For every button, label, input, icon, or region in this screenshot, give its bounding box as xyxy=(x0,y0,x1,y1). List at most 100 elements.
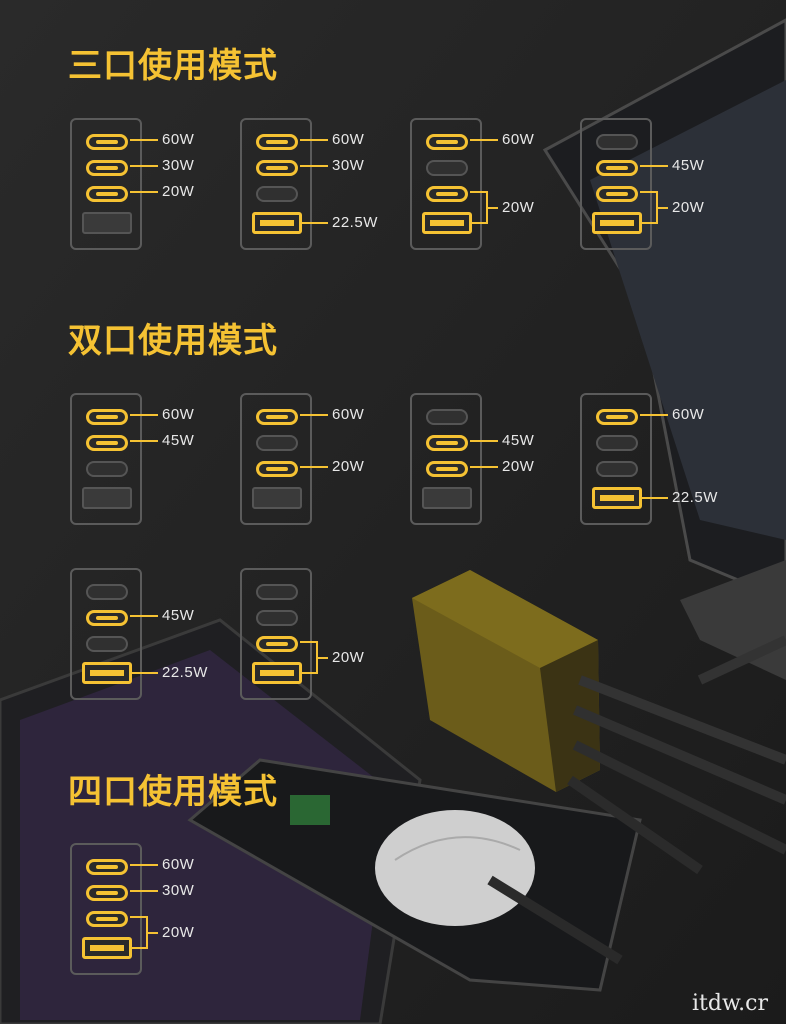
usb-c-port xyxy=(256,610,298,626)
leader-line xyxy=(640,191,652,193)
usb-c-port xyxy=(596,409,638,425)
leader-line xyxy=(300,672,312,674)
usb-c-port xyxy=(256,461,298,477)
usb-c-port xyxy=(86,610,128,626)
usb-c-port xyxy=(256,134,298,150)
charger-diagram xyxy=(580,393,652,525)
usb-c-port xyxy=(86,636,128,652)
power-label: 45W xyxy=(672,157,705,174)
leader-line xyxy=(470,466,498,468)
usb-a-port xyxy=(592,487,642,509)
power-label: 22.5W xyxy=(162,664,208,681)
leader-line xyxy=(300,414,328,416)
usb-c-port xyxy=(596,461,638,477)
power-label: 60W xyxy=(502,131,535,148)
charger-diagram xyxy=(70,118,142,250)
leader-line xyxy=(130,890,158,892)
group-bracket xyxy=(140,916,148,949)
usb-c-port xyxy=(256,409,298,425)
charger-diagram xyxy=(410,393,482,525)
power-label: 20W xyxy=(672,198,705,216)
charger-diagram xyxy=(580,118,652,250)
charger-diagram xyxy=(240,393,312,525)
usb-c-port xyxy=(426,134,468,150)
usb-a-port xyxy=(252,212,302,234)
leader-line xyxy=(300,466,328,468)
usb-c-port xyxy=(86,584,128,600)
leader-line xyxy=(640,497,668,499)
usb-c-port xyxy=(86,435,128,451)
usb-a-port xyxy=(252,487,302,509)
usb-c-port xyxy=(596,134,638,150)
usb-c-port xyxy=(86,885,128,901)
usb-a-port xyxy=(422,487,472,509)
leader-line xyxy=(130,414,158,416)
group-bracket xyxy=(650,191,658,224)
power-label: 60W xyxy=(162,406,195,423)
charger-diagram xyxy=(70,568,142,700)
usb-a-port xyxy=(82,937,132,959)
leader-line xyxy=(148,931,158,934)
usb-c-port xyxy=(86,859,128,875)
power-label: 60W xyxy=(162,131,195,148)
leader-line xyxy=(300,222,328,224)
leader-line xyxy=(640,165,668,167)
power-label: 45W xyxy=(162,432,195,449)
usb-a-port xyxy=(592,212,642,234)
power-label: 30W xyxy=(332,157,365,174)
usb-c-port xyxy=(596,435,638,451)
usb-a-port xyxy=(82,212,132,234)
charger-diagram xyxy=(70,843,142,975)
usb-c-port xyxy=(86,409,128,425)
leader-line xyxy=(130,947,142,949)
usb-a-port xyxy=(252,662,302,684)
power-label: 20W xyxy=(332,648,365,666)
power-label: 60W xyxy=(672,406,705,423)
usb-c-port xyxy=(596,160,638,176)
power-label: 60W xyxy=(332,131,365,148)
power-label: 20W xyxy=(332,458,365,475)
usb-c-port xyxy=(426,409,468,425)
leader-line xyxy=(470,191,482,193)
usb-c-port xyxy=(86,134,128,150)
usb-c-port xyxy=(426,461,468,477)
usb-c-port xyxy=(86,911,128,927)
usb-c-port xyxy=(256,186,298,202)
power-label: 20W xyxy=(502,198,535,216)
leader-line xyxy=(130,139,158,141)
group-bracket xyxy=(480,191,488,224)
leader-line xyxy=(130,165,158,167)
leader-line xyxy=(130,864,158,866)
usb-a-port xyxy=(422,212,472,234)
power-label: 45W xyxy=(162,607,195,624)
charger-diagram xyxy=(240,118,312,250)
usb-c-port xyxy=(86,160,128,176)
leader-line xyxy=(130,191,158,193)
leader-line xyxy=(658,206,668,209)
power-label: 30W xyxy=(162,882,195,899)
usb-a-port xyxy=(82,662,132,684)
leader-line xyxy=(130,672,158,674)
usb-a-port xyxy=(82,487,132,509)
power-label: 60W xyxy=(332,406,365,423)
power-label: 22.5W xyxy=(672,489,718,506)
leader-line xyxy=(130,615,158,617)
usb-c-port xyxy=(86,186,128,202)
power-label: 20W xyxy=(162,183,195,200)
leader-line xyxy=(470,139,498,141)
leader-line xyxy=(130,916,142,918)
leader-line xyxy=(640,222,652,224)
leader-line xyxy=(300,139,328,141)
watermark: itdw.cr xyxy=(691,991,768,1016)
power-label: 45W xyxy=(502,432,535,449)
leader-line xyxy=(488,206,498,209)
charger-diagram xyxy=(240,568,312,700)
leader-line xyxy=(130,440,158,442)
usb-c-port xyxy=(426,160,468,176)
section-title-four-port: 四口使用模式 xyxy=(68,772,278,812)
leader-line xyxy=(300,641,312,643)
usb-c-port xyxy=(426,186,468,202)
leader-line xyxy=(300,165,328,167)
